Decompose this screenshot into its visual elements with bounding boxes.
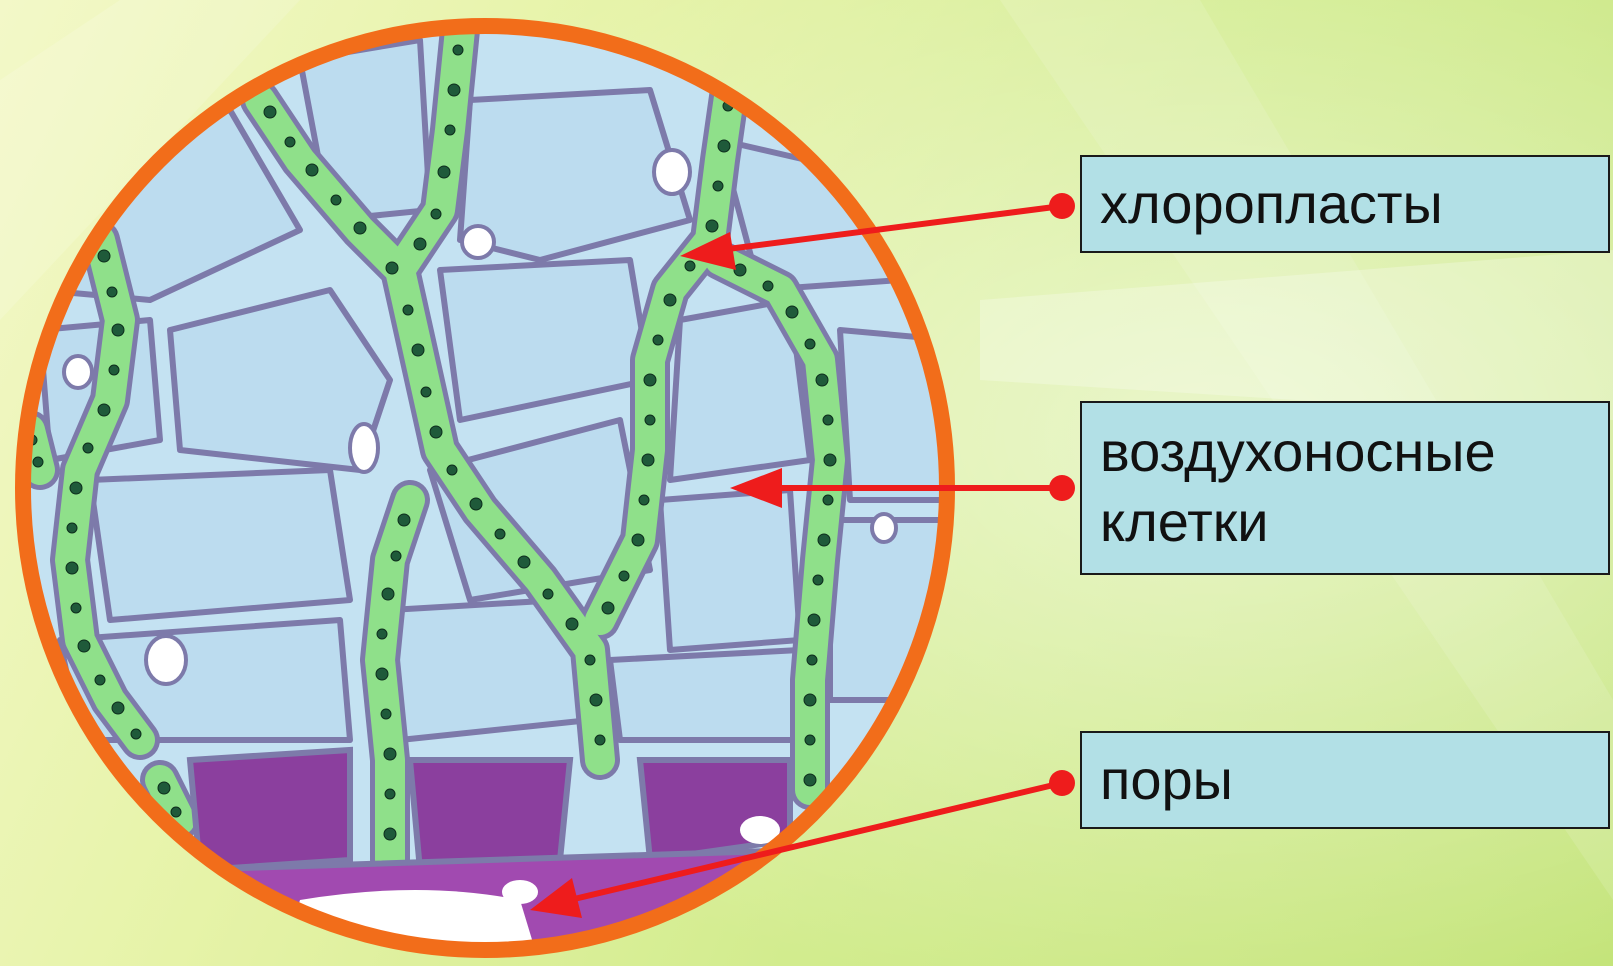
- magnified-leaf-tissue: [0, 0, 1000, 966]
- label-air-bearing-cells: воздухоносные клетки: [1080, 401, 1610, 575]
- label-chloroplasts: хлоропласты: [1080, 155, 1610, 253]
- label-chloroplasts-text: хлоропласты: [1100, 172, 1443, 235]
- label-pores-text: поры: [1100, 748, 1233, 811]
- label-air-cells-line1: воздухоносные: [1100, 417, 1590, 487]
- label-pores: поры: [1080, 731, 1610, 829]
- label-air-cells-line2: клетки: [1100, 487, 1590, 557]
